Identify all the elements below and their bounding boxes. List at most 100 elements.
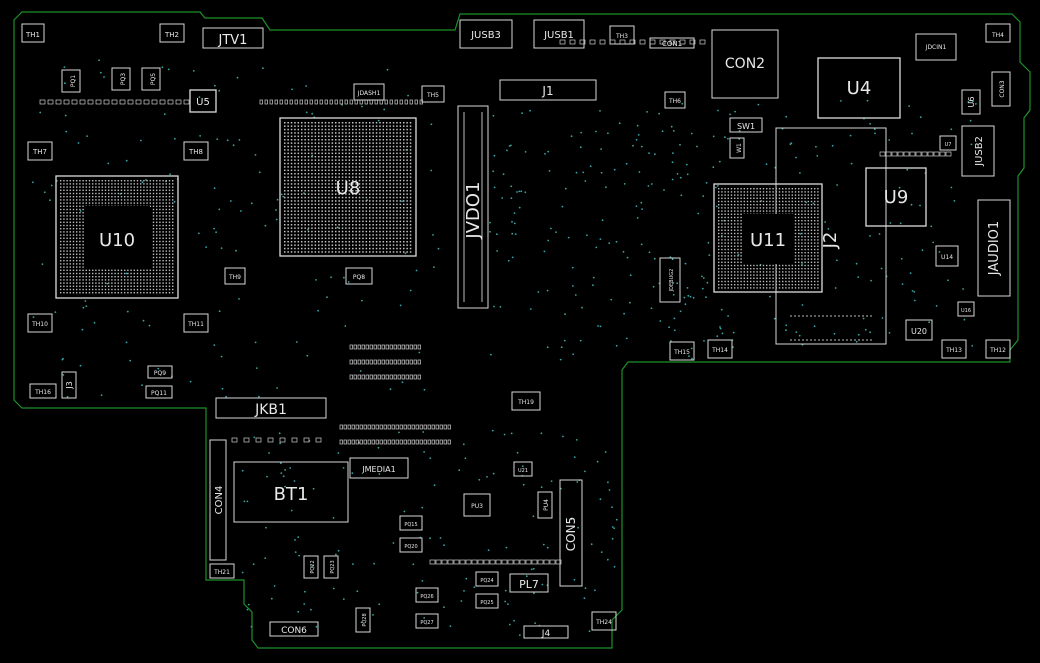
bga-ball xyxy=(724,226,726,228)
bga-ball xyxy=(721,252,723,254)
via xyxy=(270,597,273,600)
via xyxy=(584,587,587,590)
bga-ball xyxy=(168,237,171,239)
bga-ball xyxy=(304,247,306,250)
pq20-footprint xyxy=(399,537,423,553)
via xyxy=(769,295,771,298)
bga-ball xyxy=(156,180,158,182)
bga-ball xyxy=(734,245,736,247)
bga-ball xyxy=(352,210,354,212)
bga-ball xyxy=(328,224,330,226)
bga-ball xyxy=(740,220,742,222)
via xyxy=(615,344,618,347)
bga-ball xyxy=(82,244,84,246)
bga-ball xyxy=(386,166,388,168)
bga-ball xyxy=(88,202,91,204)
bga-ball xyxy=(406,159,408,161)
bga-ball xyxy=(396,152,398,155)
bga-ball xyxy=(331,203,334,206)
via xyxy=(640,243,643,246)
bga-ball xyxy=(149,199,151,201)
bga-ball xyxy=(801,226,803,228)
bga-ball xyxy=(79,263,81,265)
bga-ball xyxy=(389,193,391,195)
bga-ball xyxy=(311,186,313,189)
via xyxy=(241,469,244,472)
bga-ball xyxy=(794,252,797,254)
via xyxy=(513,212,516,215)
bga-ball xyxy=(372,220,374,223)
bga-ball xyxy=(92,288,94,291)
bga-ball xyxy=(766,268,768,270)
bga-ball xyxy=(743,284,745,286)
bga-ball xyxy=(804,191,806,193)
bga-ball xyxy=(392,173,395,175)
bga-ball xyxy=(338,145,340,148)
via xyxy=(351,472,354,474)
bga-ball xyxy=(287,139,289,141)
smd-pad xyxy=(381,374,385,380)
bga-ball xyxy=(130,279,132,281)
via xyxy=(268,452,270,454)
bga-ball xyxy=(82,269,84,271)
bga-ball xyxy=(372,207,374,209)
bga-ball xyxy=(372,200,374,202)
bga-ball xyxy=(358,183,361,185)
bga-ball xyxy=(284,166,286,168)
bga-ball xyxy=(345,159,347,161)
smd-pad xyxy=(334,99,338,105)
bga-ball xyxy=(791,191,793,193)
smd-pad xyxy=(409,99,413,105)
bga-ball xyxy=(290,230,293,233)
bga-ball xyxy=(762,188,765,190)
bga-ball xyxy=(409,139,412,141)
bga-ball xyxy=(287,132,289,134)
bga-ball xyxy=(358,234,361,236)
bga-ball xyxy=(352,227,354,229)
bga-ball xyxy=(345,156,347,158)
via xyxy=(504,589,507,592)
bga-ball xyxy=(740,252,742,254)
bga-ball xyxy=(82,199,84,201)
bga-ball xyxy=(807,242,809,244)
bga-ball xyxy=(152,221,155,223)
u8-ball-grid xyxy=(284,122,412,253)
smd-pad xyxy=(397,359,401,365)
via xyxy=(689,295,692,298)
bga-ball xyxy=(66,196,68,198)
bga-ball xyxy=(794,239,797,241)
bga-ball xyxy=(382,152,385,155)
bga-ball xyxy=(358,169,361,172)
via xyxy=(50,184,53,187)
bga-ball xyxy=(759,210,761,212)
bga-ball xyxy=(396,207,398,209)
smd-pad xyxy=(55,99,62,105)
bga-ball xyxy=(311,203,313,206)
bga-ball xyxy=(297,169,300,172)
bga-ball xyxy=(365,213,368,216)
bga-ball xyxy=(762,271,765,273)
bga-ball xyxy=(165,269,167,271)
bga-ball xyxy=(172,208,174,211)
bga-ball xyxy=(392,230,395,233)
smd-pad xyxy=(389,344,393,350)
bga-ball xyxy=(724,188,726,190)
bga-ball xyxy=(152,269,155,271)
via xyxy=(632,144,634,147)
th19-footprint xyxy=(511,391,541,411)
bga-ball xyxy=(172,237,174,239)
bga-ball xyxy=(355,149,357,151)
via xyxy=(218,89,221,92)
bga-ball xyxy=(146,196,148,198)
smd-pad xyxy=(403,439,407,445)
bga-ball xyxy=(294,142,296,144)
smd-pad xyxy=(413,359,417,365)
smd-pad xyxy=(399,424,403,430)
bga-ball xyxy=(331,156,334,158)
bga-ball xyxy=(785,191,787,193)
bga-ball xyxy=(814,239,816,241)
bga-ball xyxy=(379,186,381,189)
bga-ball xyxy=(392,156,395,158)
bga-ball xyxy=(72,189,75,191)
bga-ball xyxy=(753,280,755,283)
